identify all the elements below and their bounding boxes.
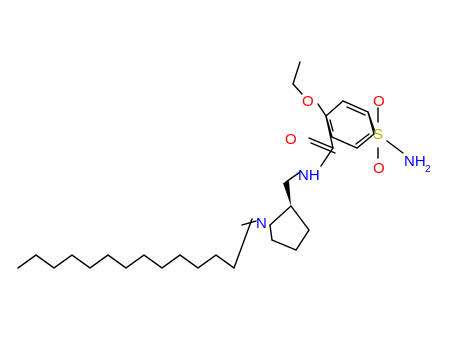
sulfonyl-oxygen-lower-label: O	[373, 160, 385, 177]
sulfonamide-nh-label: NH	[404, 153, 426, 170]
benzene-inner-1	[346, 106, 366, 116]
dodecyl-chain	[17, 218, 253, 270]
carbonyl-bond-2	[310, 142, 336, 154]
ch2-nh-bond	[285, 171, 301, 183]
ring-o-bond	[317, 103, 327, 117]
stereo-wedge-bond	[283, 181, 291, 206]
sulfonyl-oxygen-upper-label: O	[373, 93, 385, 110]
carbonyl-oxygen-label: O	[285, 131, 297, 148]
methyl-bond	[292, 61, 301, 85]
ring-n-c2-bond	[269, 224, 273, 241]
sulfonyl-s-label: S	[373, 126, 383, 143]
benzene-inner-3	[329, 119, 334, 132]
s-n-bond	[386, 140, 404, 154]
o-methyl-bond	[292, 83, 303, 95]
ring-nitrogen-label: N	[256, 215, 267, 232]
benzene-ring	[325, 100, 375, 149]
amide-nh-label: NH	[298, 167, 320, 184]
carbonyl-bond-1	[308, 137, 334, 149]
benzene-inner-2	[355, 133, 370, 145]
pyrrolidine-ring	[269, 204, 310, 251]
n-chain-bond	[241, 220, 257, 226]
ring-s-bond	[367, 111, 376, 133]
sulfonamide-subscript-label: 2	[425, 164, 431, 175]
methoxy-oxygen-label: O	[302, 93, 314, 110]
